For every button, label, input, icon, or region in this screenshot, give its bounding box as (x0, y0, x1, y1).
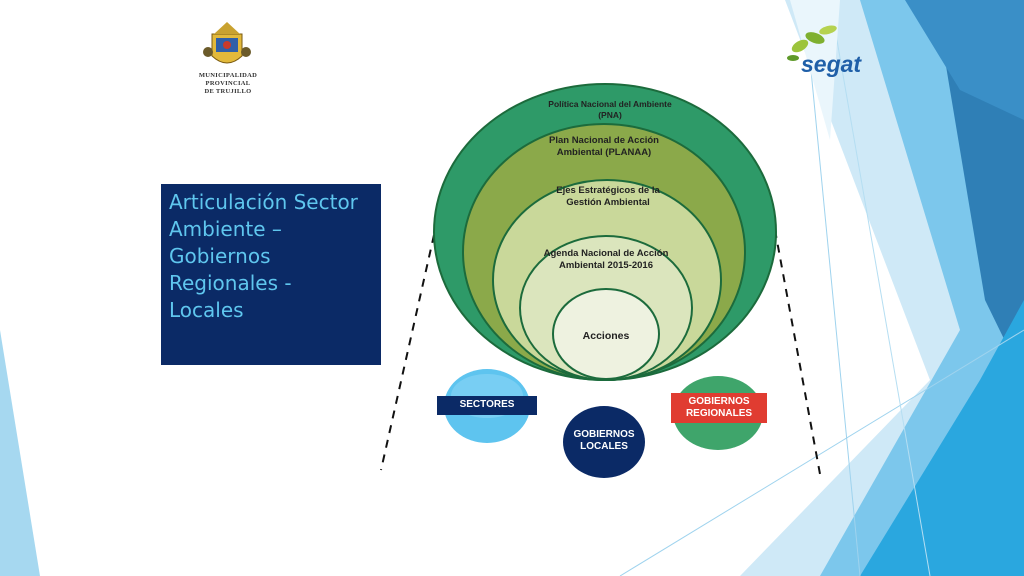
deco-shape-left (0, 330, 40, 576)
tag-sectores: SECTORES (459, 399, 515, 410)
label-planaa-line-2: Ambiental (PLANAA) (556, 147, 652, 158)
slide-title: Articulación Sector Ambiente – Gobiernos… (169, 189, 377, 324)
tag-gobiernos-regionales-line-1: GOBIERNOS (688, 396, 750, 407)
label-agenda-line-1: Agenda Nacional de Acción (543, 248, 669, 259)
title-line-3: Gobiernos (169, 244, 271, 268)
label-pna: Política Nacional del Ambiente (PNA) (525, 99, 695, 121)
label-planaa-line-1: Plan Nacional de Acción (549, 135, 659, 146)
segat-leaf-icon (787, 25, 837, 61)
gobiernos-locales-circle (563, 406, 645, 478)
label-ejes: Ejes Estratégicos de la Gestión Ambienta… (528, 185, 688, 209)
title-line-1: Articulación Sector (169, 190, 358, 214)
logo-caption-line-1: MUNICIPALIDAD (198, 72, 258, 79)
title-box: Articulación Sector Ambiente – Gobiernos… (161, 184, 381, 365)
label-ejes-line-1: Ejes Estratégicos de la (556, 185, 660, 196)
title-line-2: Ambiente – (169, 217, 282, 241)
deco-shape-white-tri (790, 0, 840, 140)
deco-line-3 (829, 0, 931, 576)
tag-gobiernos-locales-line-1: GOBIERNOS (573, 429, 635, 440)
segat-wordmark: segat (801, 51, 862, 77)
label-ejes-line-2: Gestión Ambiental (566, 197, 650, 208)
tag-gobiernos-regionales-line-2: REGIONALES (685, 408, 753, 419)
sectores-tag-bg (437, 396, 537, 415)
tag-gobiernos-regionales: GOBIERNOS REGIONALES (671, 396, 767, 420)
label-agenda-line-2: Ambiental 2015-2016 (559, 260, 653, 271)
title-line-4: Regionales - (169, 271, 292, 295)
deco-line-2 (619, 329, 1024, 576)
dashed-connector-right (774, 229, 821, 475)
label-pna-line-1: Política Nacional del Ambiente (548, 99, 672, 109)
deco-line-1 (809, 59, 861, 576)
logo-segat: segat (781, 17, 867, 90)
deco-shape-bright (860, 300, 1024, 576)
municipal-coat-of-arms-icon (203, 22, 251, 64)
label-planaa: Plan Nacional de Acción Ambiental (PLANA… (524, 135, 684, 159)
logo-municipalidad: MUNICIPALIDAD PROVINCIAL DE TRUJILLO (196, 18, 260, 104)
regionales-tag-bg (671, 393, 767, 423)
dashed-connector-left (380, 234, 435, 471)
label-agenda: Agenda Nacional de Acción Ambiental 2015… (521, 248, 691, 272)
label-acciones: Acciones (582, 330, 630, 342)
logo-caption-line-3: DE TRUJILLO (204, 88, 252, 95)
circle-acciones (552, 288, 660, 380)
logo-caption-line-2: PROVINCIAL (205, 80, 251, 87)
deco-shape-dark-2 (905, 0, 1024, 120)
title-line-5: Locales (169, 298, 244, 322)
tag-gobiernos-locales: GOBIERNOS LOCALES (564, 429, 644, 453)
label-pna-line-2: (PNA) (598, 110, 622, 120)
tag-gobiernos-locales-line-2: LOCALES (580, 441, 628, 452)
